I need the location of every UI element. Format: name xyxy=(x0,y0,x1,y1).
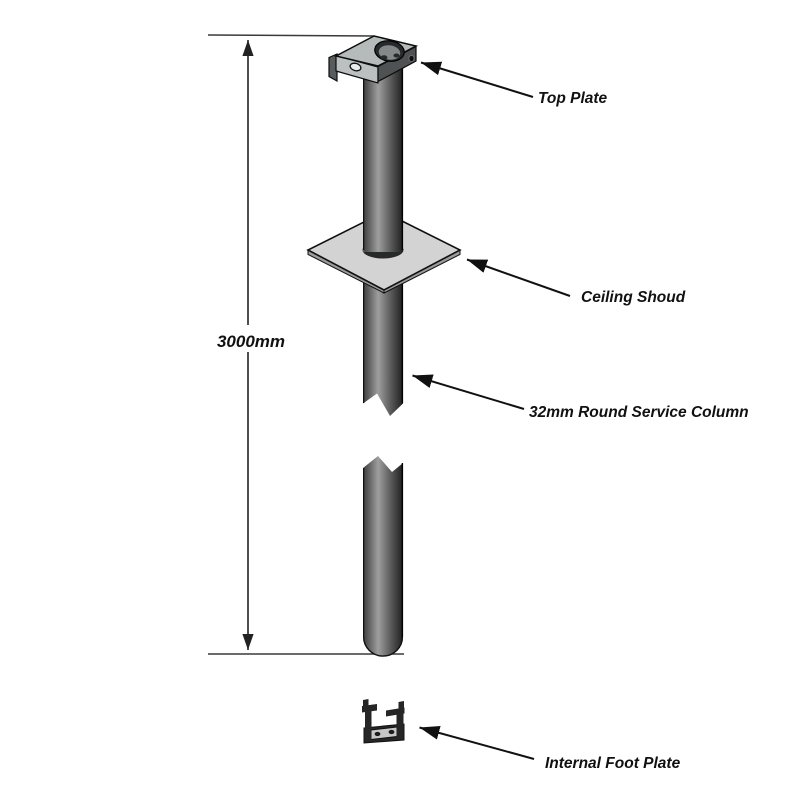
top-plate-fixing-hole xyxy=(349,62,362,72)
dimension-value: 3000mm xyxy=(217,332,285,351)
foot-plate-hole-left xyxy=(374,731,381,737)
arrow-ceiling-shroud xyxy=(466,258,571,297)
top-plate xyxy=(328,35,419,84)
foot-plate-hole-right xyxy=(388,729,395,735)
column-lower-shaft xyxy=(363,456,403,657)
dimension-3000mm: 3000mm xyxy=(207,34,404,655)
arrow-top-plate xyxy=(420,61,534,98)
arrow-foot-plate xyxy=(419,726,535,760)
column-top-notch-right xyxy=(393,53,400,58)
foot-plate-wall-right xyxy=(396,710,404,740)
foot-plate-tab-right-nub xyxy=(398,701,404,711)
top-plate-side-hole xyxy=(408,54,415,63)
column-top-notch-left xyxy=(380,55,388,60)
extension-line-top xyxy=(207,34,375,37)
label-foot-plate: Internal Foot Plate xyxy=(545,755,681,772)
foot-plate-tab-left-nub xyxy=(363,699,369,709)
label-ceiling-shroud: Ceiling Shoud xyxy=(581,289,686,306)
column-upper-shaft xyxy=(363,58,403,252)
internal-foot-plate xyxy=(362,699,405,744)
label-service-column: 32mm Round Service Column xyxy=(529,404,749,421)
foot-plate-wall-left xyxy=(365,706,372,743)
column-bottom-cap xyxy=(363,636,404,657)
column-upper-shaft-below-shroud xyxy=(363,250,403,416)
label-top-plate: Top Plate xyxy=(538,90,608,107)
arrow-service-column xyxy=(412,374,525,410)
top-plate-left-lip xyxy=(328,53,338,83)
